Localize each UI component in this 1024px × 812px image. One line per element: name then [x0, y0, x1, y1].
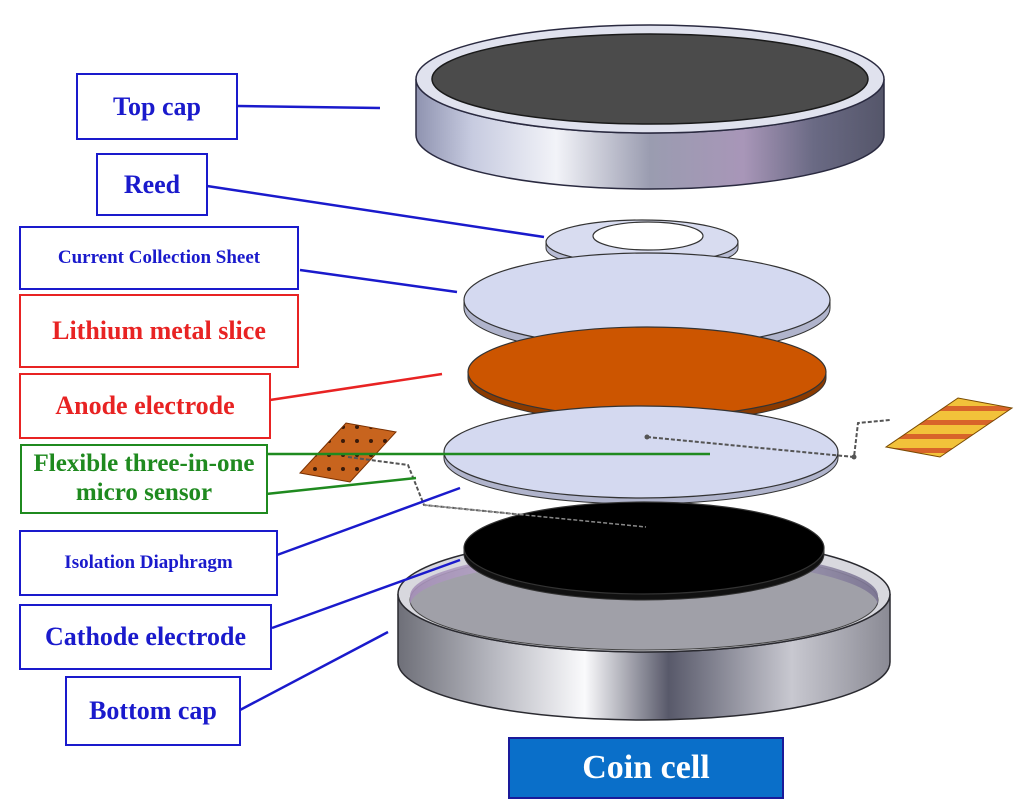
leader-lines	[206, 104, 710, 712]
label-lithium-metal-slice: Lithium metal slice	[19, 294, 299, 368]
sensor-chip-right	[884, 397, 1014, 458]
leader-current-collection-sheet	[299, 268, 458, 294]
flexible-sensor-part	[443, 405, 891, 505]
leader-sensor-lower	[265, 476, 417, 496]
cathode-electrode-part	[423, 501, 825, 601]
top-cap-part	[415, 24, 885, 190]
diagram-title: Coin cell	[508, 737, 784, 799]
leader-anode-electrode	[269, 372, 443, 402]
leader-cathode-electrode	[271, 558, 461, 630]
leader-bottom-cap	[239, 630, 389, 712]
label-reed: Reed	[96, 153, 208, 216]
label-top-cap: Top cap	[76, 73, 238, 140]
label-anode-electrode: Anode electrode	[19, 373, 271, 439]
label-bottom-cap: Bottom cap	[65, 676, 241, 746]
label-isolation-diaphragm: Isolation Diaphragm	[19, 530, 278, 596]
leader-top-cap	[237, 104, 381, 110]
label-current-collection-sheet: Current Collection Sheet	[19, 226, 299, 290]
label-cathode-electrode: Cathode electrode	[19, 604, 272, 670]
leader-isolation-diaphragm	[276, 486, 461, 557]
label-flexible-sensor: Flexible three-in-one micro sensor	[20, 444, 268, 514]
leader-reed	[206, 184, 545, 239]
